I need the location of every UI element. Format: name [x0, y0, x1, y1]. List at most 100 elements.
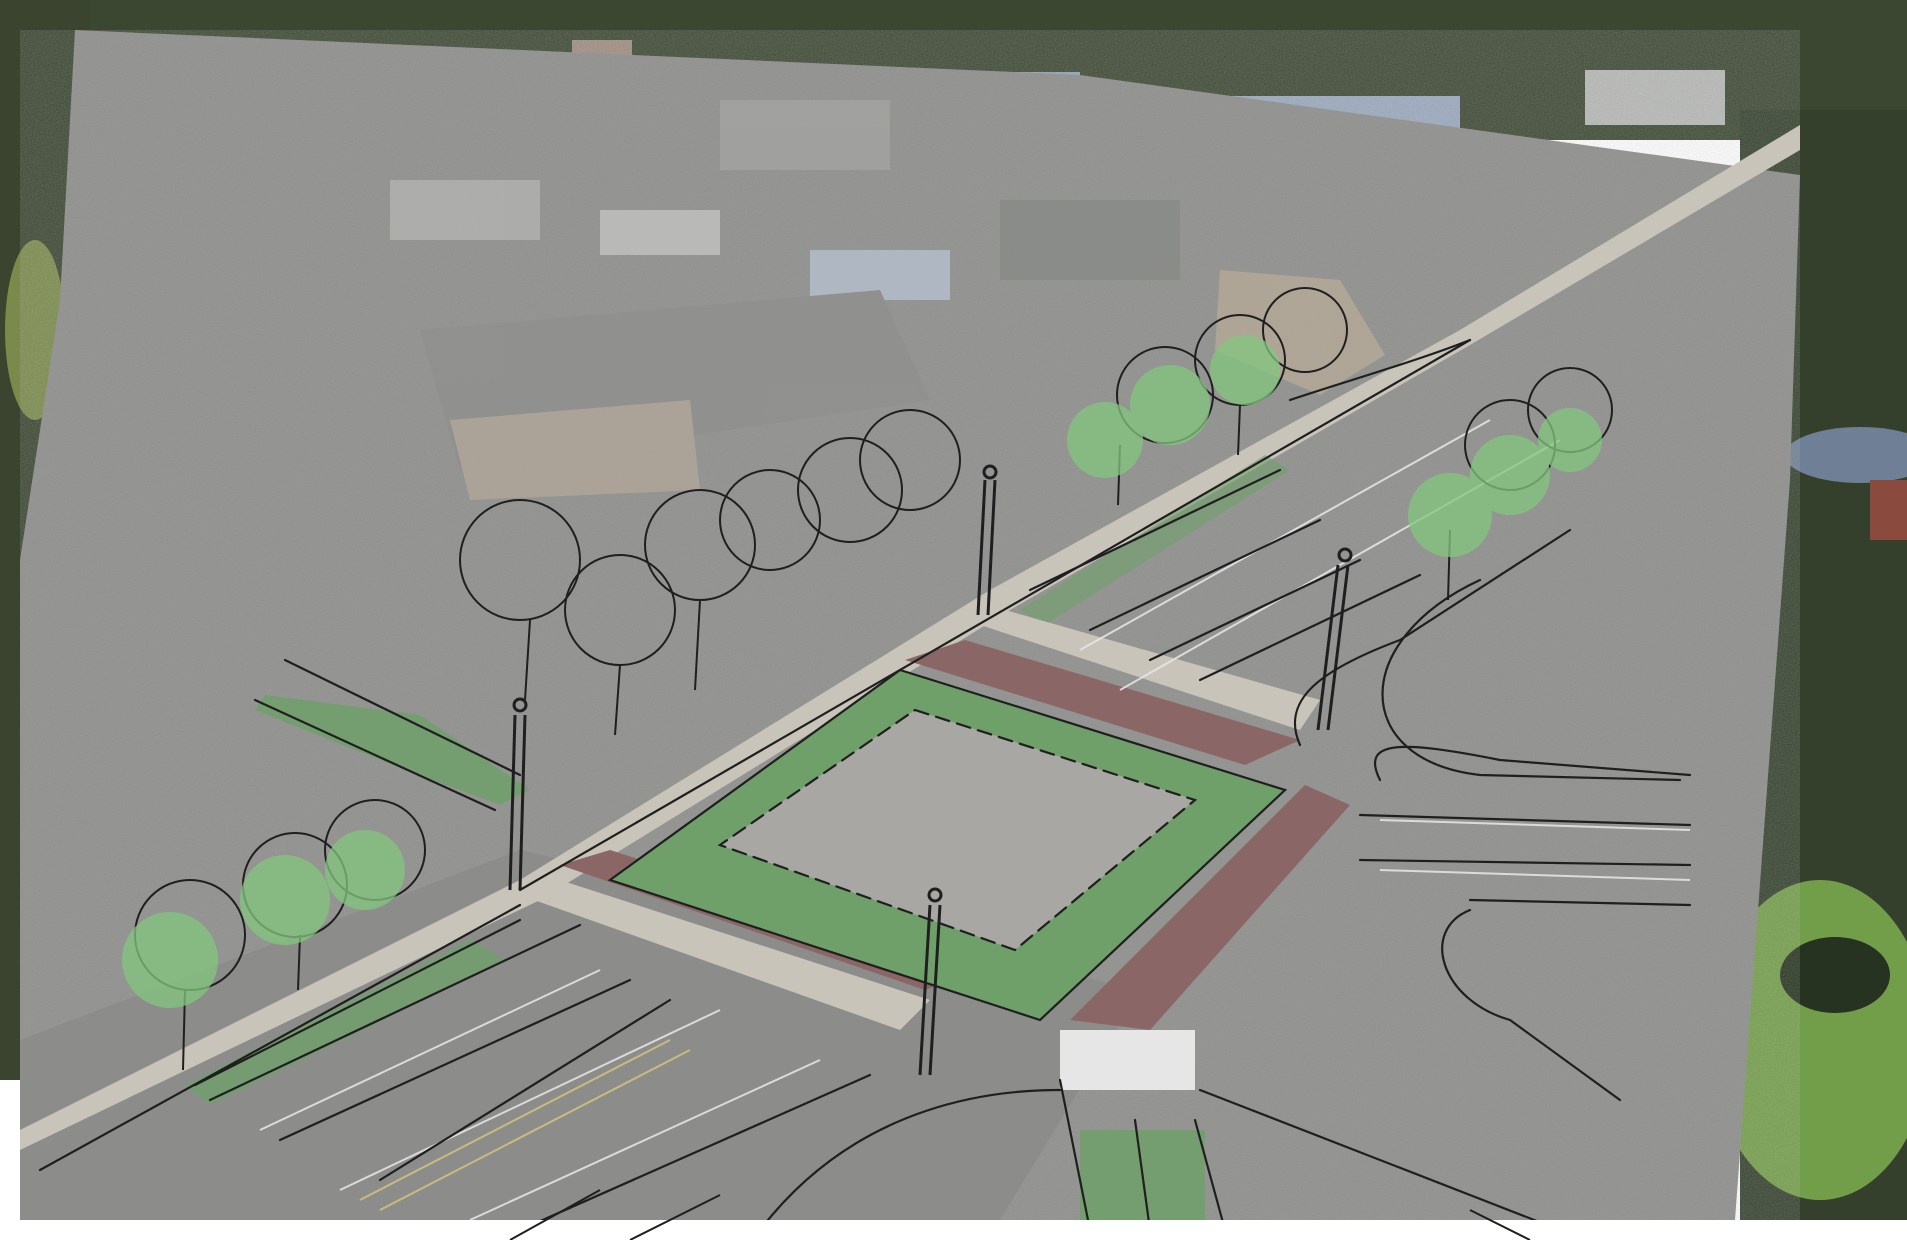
lane-e-1 [1379, 819, 1691, 831]
light-pole-north-shaft2 [986, 479, 997, 616]
ink-road-edge-sw2 [193, 918, 522, 1087]
plaza-sidewalk-south [520, 880, 930, 1030]
ink-lane-ne-2 [1088, 518, 1322, 632]
tree-outline-1 [459, 499, 581, 621]
light-pole-west-shaft2 [518, 714, 527, 891]
ink-curve-south [758, 1088, 1062, 1232]
right-roof [1785, 427, 1907, 483]
light-pole-north-shaft [976, 479, 987, 616]
yellow-lane-1 [359, 1039, 671, 1201]
ink-lane-sw-3 [378, 998, 672, 1182]
ink-north-road-curve [1288, 338, 1472, 402]
ink-curb-return-ne [1293, 528, 1572, 747]
ink-south-lane-2 [1133, 1118, 1152, 1232]
tree-outline-5 [797, 437, 903, 543]
ink-lane-ne-1 [1028, 468, 1282, 592]
tree-trunk-1 [524, 619, 531, 701]
light-pole-north [976, 464, 998, 616]
diagonal-sidewalk [20, 125, 1800, 1150]
light-pole-east [1316, 547, 1353, 731]
ink-lane-ne-4 [1198, 573, 1422, 682]
light-pole-west-shaft [508, 714, 517, 891]
south-pad [1060, 1030, 1195, 1090]
sketch-trees-green [122, 335, 1602, 1008]
building-6 [1000, 200, 1180, 280]
ink-bottom-stroke-1 [509, 1189, 601, 1240]
ink-curb-return-se [1441, 908, 1622, 1102]
ink-south-lane-1 [1058, 1078, 1092, 1232]
tree-trunk-3 [694, 599, 701, 691]
ink-east-lane-1 [1358, 813, 1692, 827]
tree-outline-6 [859, 409, 961, 511]
light-pole-south-shaft [918, 904, 932, 1076]
ink-curve-east [1381, 578, 1682, 782]
tree-trunk-8 [297, 934, 301, 991]
ink-road-edge-center [518, 338, 1472, 892]
light-pole-west-lamp [512, 697, 528, 713]
light-pole-north-lamp [982, 464, 998, 480]
tree-canopy-1 [1067, 402, 1143, 478]
tree-canopy-6 [1538, 408, 1602, 472]
lane-sw-2 [339, 1009, 721, 1191]
building-7 [720, 100, 890, 170]
light-pole-east-shaft2 [1326, 564, 1350, 731]
ink-median-west-a [283, 658, 522, 777]
lane-sw-3 [469, 1059, 821, 1221]
tree-outline-9 [1262, 287, 1348, 373]
plaza-crosswalk-north [905, 640, 1300, 765]
ink-bottom-stroke-2 [629, 1194, 721, 1240]
ink-curb-return-e [1374, 745, 1692, 782]
tree-canopy-9 [325, 830, 405, 910]
median-southwest [185, 940, 505, 1105]
top-building-c [1585, 70, 1725, 125]
ink-lane-sw-1 [208, 923, 582, 1102]
yellow-lanes [359, 1039, 691, 1211]
light-pole-south-shaft2 [928, 904, 942, 1076]
central-plaza [520, 610, 1350, 1220]
plaza-crosswalk-east [1070, 785, 1350, 1030]
lane-e-2 [1379, 869, 1691, 881]
ink-road-edge-sw [38, 903, 522, 1172]
lane-markings [259, 419, 1691, 1221]
tree-canopy-2 [1130, 365, 1210, 445]
tree-trunk-2 [614, 664, 621, 736]
ink-bottom-stroke-3 [1469, 1209, 1531, 1240]
ink-linework [38, 338, 1692, 1232]
light-pole-west [508, 697, 528, 891]
page-bottom-margin [0, 1220, 1907, 1240]
ink-south-lane-3 [1193, 1118, 1227, 1232]
building-5 [450, 400, 700, 500]
ink-lane-sw-2 [278, 978, 632, 1142]
faded-buildings [390, 100, 1385, 500]
tree-canopy-4 [1408, 473, 1492, 557]
tree-canopy-7 [122, 912, 218, 1008]
plaza-sidewalk-north [965, 610, 1320, 730]
building-1 [390, 180, 540, 240]
tree-trunk-5 [1237, 404, 1241, 456]
ink-lane-sw-4 [518, 1073, 872, 1232]
median-west [255, 695, 530, 805]
yellow-lane-2 [379, 1049, 691, 1211]
tree-canopy-5 [1470, 435, 1550, 515]
light-pole-east-shaft [1316, 564, 1340, 731]
light-pole-south-lamp [927, 887, 943, 903]
tree-canopy-3 [1210, 335, 1280, 405]
tree-outline-4 [719, 469, 821, 571]
ink-plaza-inner [717, 708, 1198, 952]
ink-lane-ne-3 [1148, 558, 1362, 662]
right-bush [1780, 937, 1890, 1013]
plaza-paving [720, 710, 1195, 950]
ink-east-lane-2 [1358, 858, 1692, 867]
ink-east-lane-3 [1468, 898, 1692, 907]
right-roof-red [1870, 480, 1907, 540]
light-pole-south [918, 887, 943, 1076]
lane-sw-1 [259, 969, 601, 1131]
light-poles [508, 464, 1353, 1076]
building-2 [600, 210, 720, 255]
lane-ne-1 [1079, 419, 1491, 651]
ink-plaza-outline [607, 668, 1288, 1022]
ink-median-west-b [253, 698, 497, 812]
tree-canopy-8 [240, 855, 330, 945]
light-pole-east-lamp [1337, 547, 1353, 563]
